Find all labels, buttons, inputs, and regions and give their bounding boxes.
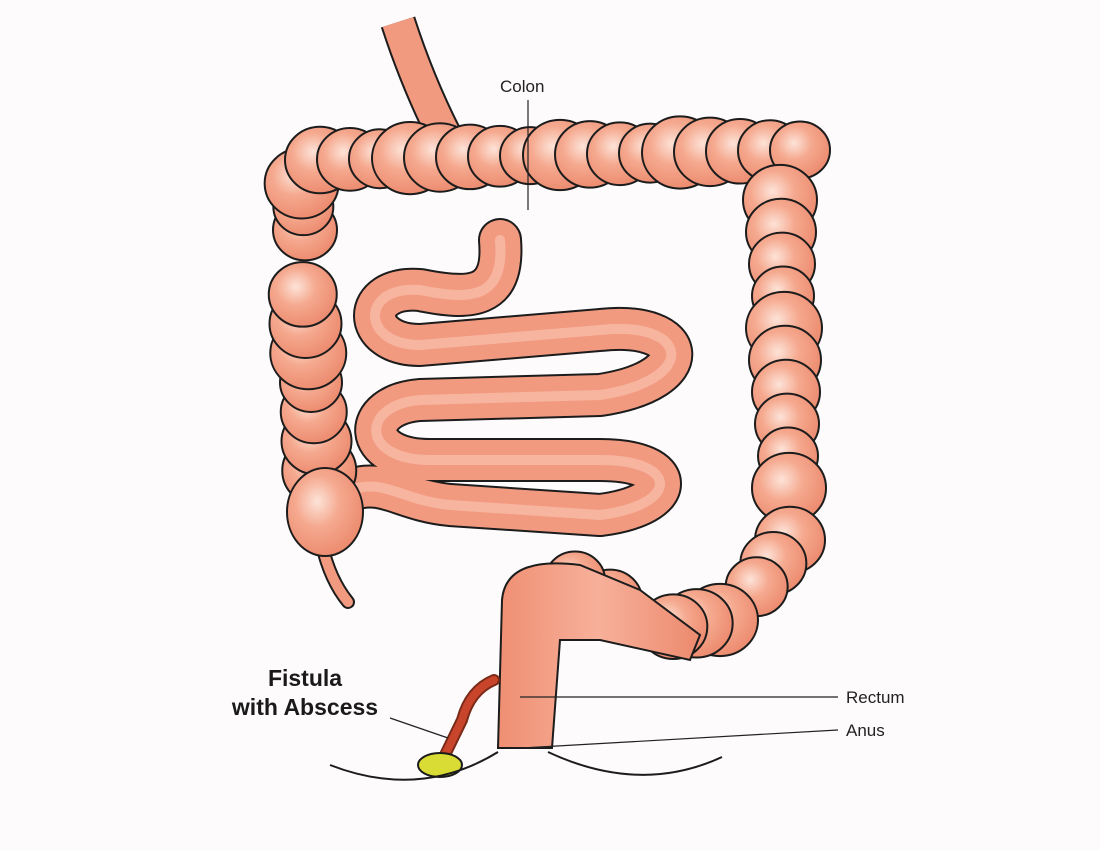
anus-leader-line — [522, 730, 838, 748]
buttock-left — [330, 752, 498, 780]
buttock-right — [548, 752, 722, 775]
abscess — [418, 753, 462, 777]
anus-label: Anus — [846, 721, 885, 741]
fistula-label-line2: with Abscess — [210, 693, 400, 722]
colon-segment — [269, 262, 337, 327]
cecum — [287, 468, 363, 556]
colon-label: Colon — [500, 77, 544, 97]
rectum-shape — [498, 563, 700, 748]
small-intestine — [350, 240, 671, 515]
fistula-label-line1: Fistula — [210, 664, 400, 693]
rectum-label: Rectum — [846, 688, 905, 708]
fistula-label: Fistula with Abscess — [210, 664, 400, 722]
